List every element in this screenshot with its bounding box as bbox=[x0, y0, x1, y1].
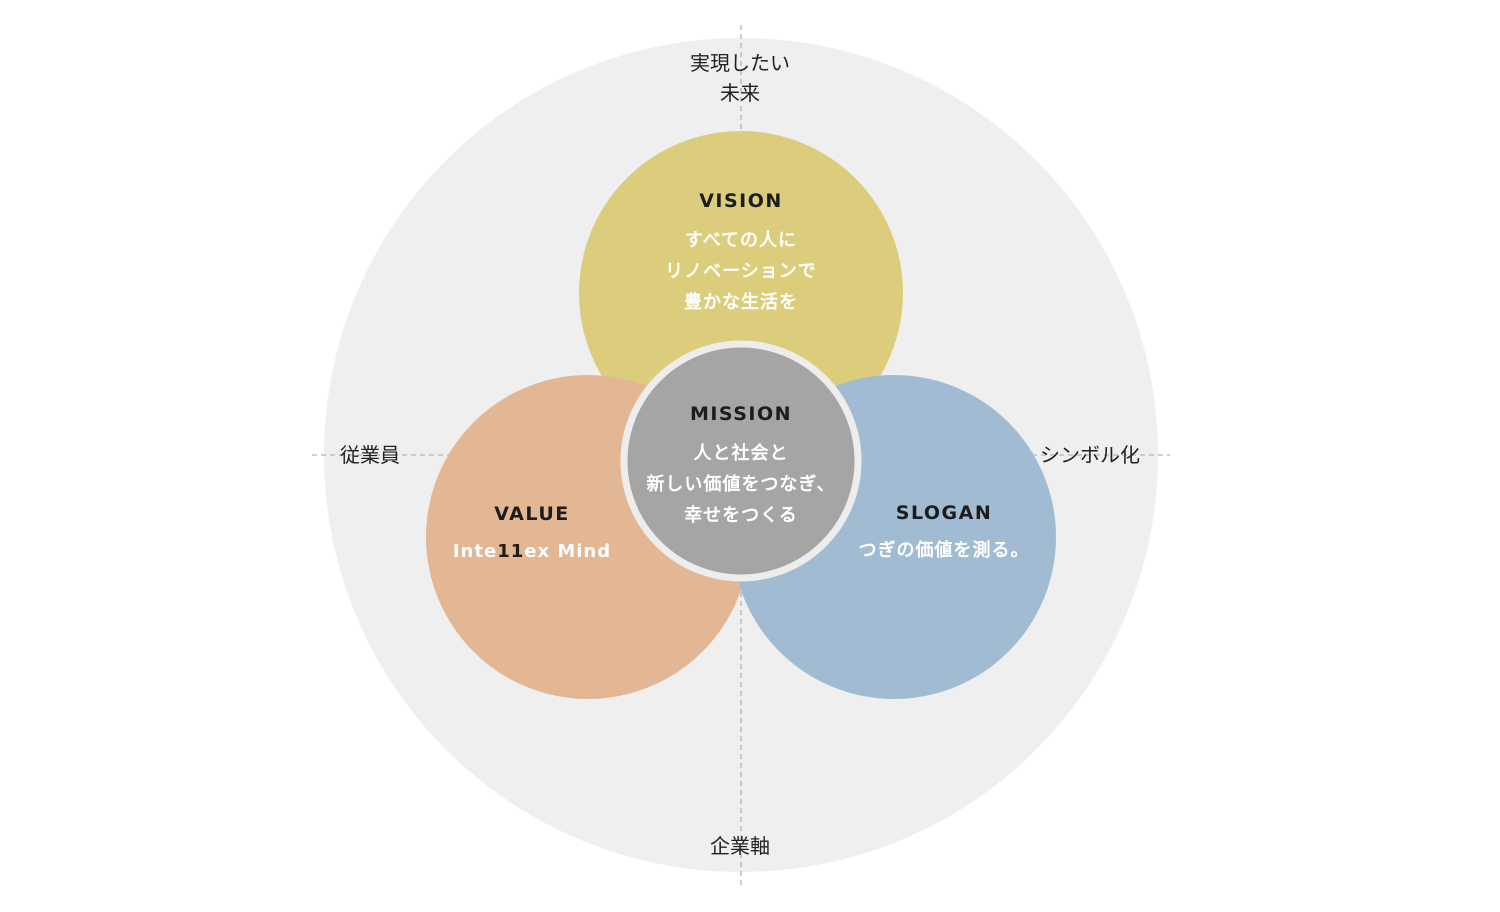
axis-label-top-line-2: 未来 bbox=[720, 81, 760, 105]
axis-label-right: シンボル化 bbox=[1040, 443, 1140, 467]
value-label-group: VALUE Inte11ex Mind bbox=[432, 503, 632, 567]
mission-line-2: 新しい価値をつなぎ、 bbox=[646, 474, 836, 495]
vision-label-group: VISION すべての人に リノベーションで 豊かな生活を bbox=[591, 190, 891, 318]
value-subtitle-post: ex Mind bbox=[524, 541, 612, 562]
value-subtitle: Inte11ex Mind bbox=[432, 536, 632, 567]
slogan-line-1: つぎの価値を測る。 bbox=[858, 540, 1030, 561]
value-subtitle-mark: 11 bbox=[497, 541, 525, 562]
value-subtitle-pre: Inte bbox=[452, 541, 498, 562]
axis-label-top-line-1: 実現したい bbox=[690, 51, 790, 75]
vision-line-2: リノベーションで bbox=[665, 261, 817, 282]
mission-label-group: MISSION 人と社会と 新しい価値をつなぎ、 幸せをつくる bbox=[606, 403, 876, 531]
mission-circle bbox=[620, 340, 862, 582]
mission-line-3: 幸せをつくる bbox=[684, 505, 798, 526]
slogan-label-group: SLOGAN つぎの価値を測る。 bbox=[834, 502, 1054, 566]
vision-line-3: 豊かな生活を bbox=[684, 292, 798, 313]
vision-title: VISION bbox=[699, 190, 783, 212]
axis-label-left: 従業員 bbox=[340, 443, 400, 467]
mission-title: MISSION bbox=[689, 403, 793, 425]
axis-label-bottom: 企業軸 bbox=[710, 834, 770, 858]
value-title: VALUE bbox=[494, 503, 570, 525]
axis-label-top: 実現したい 未来 bbox=[640, 48, 840, 108]
mission-line-1: 人と社会と bbox=[693, 443, 789, 464]
slogan-title: SLOGAN bbox=[895, 502, 993, 524]
vision-line-1: すべての人に bbox=[684, 230, 798, 251]
